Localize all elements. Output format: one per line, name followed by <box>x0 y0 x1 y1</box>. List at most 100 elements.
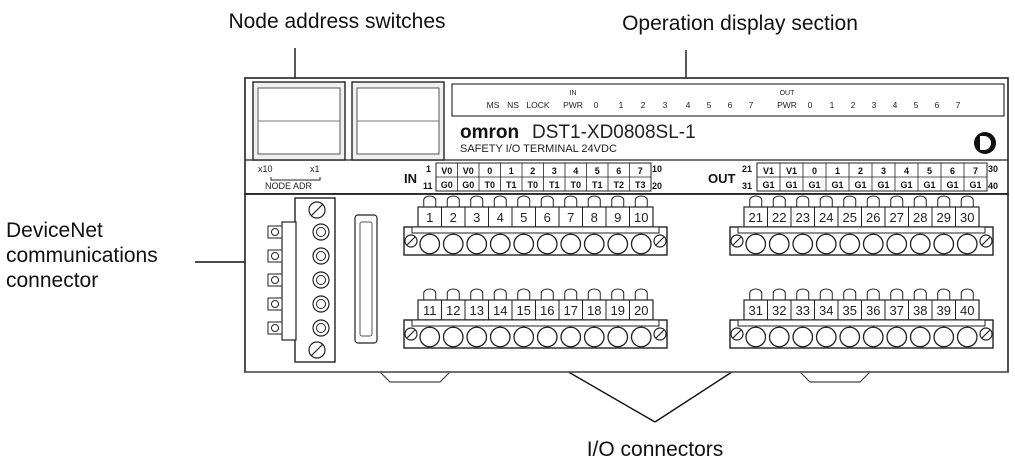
terminal-hole-30[interactable] <box>956 233 978 255</box>
terminal-number-19: 19 <box>611 303 625 318</box>
terminal-hole-9[interactable] <box>607 233 629 255</box>
terminal-number-40: 40 <box>960 303 974 318</box>
terminal-number-26: 26 <box>866 210 880 225</box>
terminal-number-3: 3 <box>473 210 480 225</box>
in-label-grid-top-0: V0 <box>441 166 452 176</box>
out-indicator-2: 1 <box>830 100 835 110</box>
devicenet-connector[interactable] <box>267 197 378 363</box>
terminal-hole-3[interactable] <box>466 233 488 255</box>
terminal-hole-22[interactable] <box>768 233 790 255</box>
out-label-grid-top-9: 7 <box>973 166 978 176</box>
devicenet-callout-line3: connector <box>6 269 98 292</box>
terminal-hole-36[interactable] <box>862 326 884 348</box>
terminal-hole-37[interactable] <box>886 326 908 348</box>
terminal-hole-39[interactable] <box>933 326 955 348</box>
terminal-hole-15[interactable] <box>513 326 535 348</box>
terminal-hole-17[interactable] <box>560 326 582 348</box>
terminal-hole-1[interactable] <box>419 233 441 255</box>
node-x10-label: x10 <box>258 164 273 174</box>
in-indicator-5: 1 <box>619 100 624 110</box>
terminal-number-31: 31 <box>749 303 763 318</box>
terminal-hole-27[interactable] <box>886 233 908 255</box>
terminal-hole-26[interactable] <box>862 233 884 255</box>
terminal-hole-5[interactable] <box>513 233 535 255</box>
terminal-number-6: 6 <box>544 210 551 225</box>
in-label-grid-top-4: 2 <box>530 166 535 176</box>
terminal-number-27: 27 <box>890 210 904 225</box>
terminal-hole-6[interactable] <box>536 233 558 255</box>
terminal-hole-38[interactable] <box>909 326 931 348</box>
terminal-hole-40[interactable] <box>956 326 978 348</box>
io-leader-left <box>564 369 656 423</box>
device-subtitle: SAFETY I/O TERMINAL 24VDC <box>460 143 617 155</box>
terminal-hole-14[interactable] <box>489 326 511 348</box>
terminal-hole-10[interactable] <box>630 233 652 255</box>
in-top-start: 1 <box>426 164 431 174</box>
in-label-grid-top-1: V0 <box>463 166 474 176</box>
out-label-grid-bottom-2: G1 <box>808 180 820 190</box>
terminal-hole-18[interactable] <box>583 326 605 348</box>
terminal-hole-21[interactable] <box>745 233 767 255</box>
leader-lines <box>195 48 736 423</box>
terminal-hole-12[interactable] <box>442 326 464 348</box>
out-top-start: 21 <box>742 164 752 174</box>
terminal-number-4: 4 <box>497 210 504 225</box>
terminal-hole-19[interactable] <box>607 326 629 348</box>
devicenet-callout-line2: communications <box>6 244 158 267</box>
terminal-hole-20[interactable] <box>630 326 652 348</box>
node-address-switches[interactable] <box>252 81 445 161</box>
terminal-hole-16[interactable] <box>536 326 558 348</box>
terminal-hole-29[interactable] <box>933 233 955 255</box>
terminal-number-18: 18 <box>587 303 601 318</box>
terminal-hole-31[interactable] <box>745 326 767 348</box>
in-indicator-7: 3 <box>663 100 668 110</box>
terminal-hole-8[interactable] <box>583 233 605 255</box>
out-label-grid-bottom-7: G1 <box>923 180 935 190</box>
in-indicator-2: LOCK <box>526 100 549 110</box>
devicenet-callout-line1: DeviceNet <box>6 219 103 242</box>
terminal-number-21: 21 <box>749 210 763 225</box>
out-label-grid-top-4: 2 <box>858 166 863 176</box>
terminal-hole-24[interactable] <box>815 233 837 255</box>
terminal-hole-7[interactable] <box>560 233 582 255</box>
connector-slot <box>354 214 378 344</box>
in-indicator-10: 6 <box>728 100 733 110</box>
in-indicator-11: 7 <box>749 100 754 110</box>
in-label-grid-bottom-3: T1 <box>506 180 517 190</box>
terminal-number-30: 30 <box>960 210 974 225</box>
in-label-grid-top-7: 5 <box>595 166 600 176</box>
in-top-end: 10 <box>652 164 662 174</box>
in-label-grid-bottom-9: T3 <box>635 180 646 190</box>
in-label-grid-top-8: 6 <box>616 166 621 176</box>
terminal-number-16: 16 <box>540 303 554 318</box>
terminal-hole-4[interactable] <box>489 233 511 255</box>
terminal-hole-34[interactable] <box>815 326 837 348</box>
terminal-number-35: 35 <box>843 303 857 318</box>
in-label-grid-bottom-5: T1 <box>549 180 560 190</box>
out-label-grid-top-0: V1 <box>763 166 774 176</box>
terminal-hole-11[interactable] <box>419 326 441 348</box>
out-indicator-1: 0 <box>808 100 813 110</box>
terminal-hole-35[interactable] <box>839 326 861 348</box>
terminal-hole-33[interactable] <box>792 326 814 348</box>
terminal-hole-13[interactable] <box>466 326 488 348</box>
terminal-number-10: 10 <box>634 210 648 225</box>
in-label-grid-bottom-2: T0 <box>484 180 495 190</box>
out-indicator-caption: OUT <box>780 90 796 97</box>
terminal-hole-2[interactable] <box>442 233 464 255</box>
out-label-grid-bottom-8: G1 <box>946 180 958 190</box>
screw-terminal-icon <box>312 271 330 289</box>
terminal-hole-32[interactable] <box>768 326 790 348</box>
terminal-hole-25[interactable] <box>839 233 861 255</box>
in-indicator-0: MS <box>487 100 500 110</box>
terminal-hole-23[interactable] <box>792 233 814 255</box>
terminal-number-2: 2 <box>450 210 457 225</box>
terminal-number-24: 24 <box>819 210 833 225</box>
terminal-hole-28[interactable] <box>909 233 931 255</box>
